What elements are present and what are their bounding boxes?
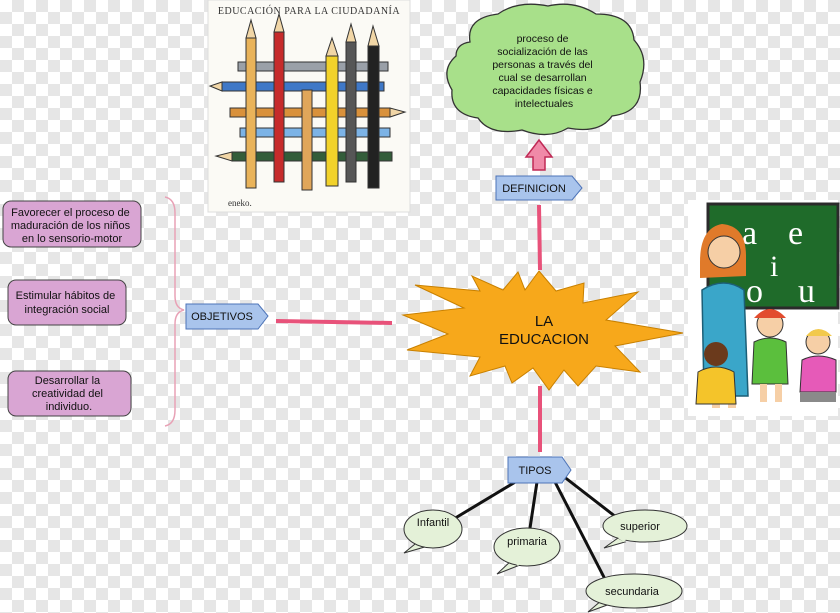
label-objetivos-text: OBJETIVOS [191,311,253,323]
pencils-illustration: EDUCACIÓN PARA LA CIUDADANÍA eneko. [207,0,411,213]
svg-text:Desarrollar la creativid: Desarrollar la creatividad del individuo… [32,375,106,413]
label-definicion: DEFINICION [495,175,583,201]
tipo-bubble-infantil: Infantil [403,509,463,554]
objetivos-brace [164,196,185,427]
tipo-superior-text: superior [620,521,660,533]
label-objetivos: OBJETIVOS [185,303,269,330]
tipo-bubble-superior: superior [602,509,688,549]
illustration-caption: EDUCACIÓN PARA LA CIUDADANÍA [218,5,401,17]
svg-text:Favorecer el proceso de: Favorecer el proceso de maduración de lo… [11,207,133,245]
label-definicion-text: DEFINICION [502,183,566,195]
definicion-line-5: capacidades físicas e [492,85,593,97]
label-tipos: TIPOS [507,456,572,484]
objetivo-box-3: Desarrollar la creatividad del individuo… [7,370,132,417]
objetivo-2-line-2: integración social [25,304,110,316]
classroom-illustration: a e i o u [688,200,840,416]
label-tipos-text: TIPOS [518,465,551,477]
center-title-line2: EDUCACION [499,331,589,348]
tipo-bubble-secundaria: secundaria [585,573,683,613]
definicion-line-4: cual se desarrollan [498,72,586,84]
svg-text:Estimular hábitos de int: Estimular hábitos de integración social [16,290,119,316]
board-letter-u: u [798,273,815,310]
arrow-up-icon [524,138,554,171]
definicion-line-6: intelectuales [515,98,573,110]
illustration-signature: eneko. [228,198,252,208]
board-letter-i: i [770,250,778,283]
tipo-infantil-text: Infantil [417,517,449,529]
objetivo-3-line-1: Desarrollar la [35,375,101,387]
center-starburst [401,270,684,391]
objetivo-3-line-2: creatividad del [32,388,103,400]
board-letter-a: a [742,215,757,252]
svg-text:proceso de socialización: proceso de socialización de las personas… [492,33,595,110]
board-letter-e: e [788,215,803,252]
objetivo-1-line-1: Favorecer el proceso de [11,207,130,219]
connector-objetivos [275,319,393,325]
connector-definicion [537,204,542,271]
objetivo-1-line-2: maduración de los niños [11,220,131,232]
definicion-cloud: proceso de socialización de las personas… [446,3,645,136]
objetivo-box-2: Estimular hábitos de integración social [7,279,127,326]
objetivo-box-1: Favorecer el proceso de maduración de lo… [2,200,142,248]
objetivo-2-line-1: Estimular hábitos de [16,290,116,302]
teacher-face [707,235,741,269]
definicion-line-3: personas a través del [492,59,592,71]
center-node: LA EDUCACION [401,270,684,391]
definicion-line-2: socialización de las [497,46,587,58]
tipo-secundaria-text: secundaria [605,586,660,598]
center-title-line1: LA [535,313,553,330]
tipo-primaria-text: primaria [507,536,548,548]
board-letter-o: o [746,273,763,310]
objetivo-3-line-3: individuo. [46,401,92,413]
tipo-bubble-primaria: primaria [493,527,561,575]
definicion-line-1: proceso de [517,33,569,45]
objetivo-1-line-3: en lo sensorio-motor [22,233,123,245]
